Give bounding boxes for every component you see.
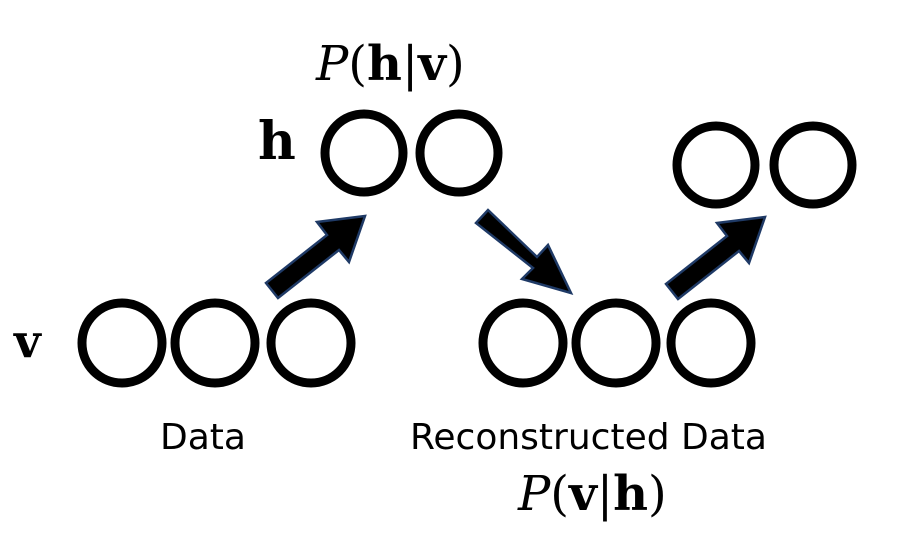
visible-layer-label: v xyxy=(14,314,41,368)
hidden2-unit-1 xyxy=(672,121,760,209)
formula-p-h-given-v: P(h|v) xyxy=(316,40,465,88)
formula-bar: | xyxy=(401,36,419,92)
formula-first: h xyxy=(367,36,402,92)
arrow-reconstruction-to-h-icon xyxy=(664,215,767,301)
formula-open: ( xyxy=(348,36,368,92)
hidden2-unit-2 xyxy=(769,121,857,209)
formula-p-v-given-h: P(v|h) xyxy=(518,470,667,518)
formula-first: v xyxy=(569,466,597,522)
formula-fn: P xyxy=(518,466,551,522)
reconstructed-unit-3 xyxy=(666,298,756,388)
formula-second: h xyxy=(613,466,648,522)
formula-close: ) xyxy=(446,36,465,92)
arrow-v-to-h-icon xyxy=(264,214,367,300)
hidden-unit-2 xyxy=(415,109,503,197)
hidden-unit-1 xyxy=(320,109,408,197)
formula-bar: | xyxy=(596,466,614,522)
formula-fn: P xyxy=(316,36,349,92)
visible-unit-1 xyxy=(77,298,167,388)
visible-unit-2 xyxy=(170,298,260,388)
formula-close: ) xyxy=(648,466,667,522)
arrow-h-to-reconstruction-icon xyxy=(474,208,574,295)
hidden-layer-label: h xyxy=(258,111,296,172)
data-caption: Data xyxy=(160,417,246,458)
reconstructed-unit-2 xyxy=(571,298,661,388)
visible-unit-3 xyxy=(266,298,356,388)
reconstructed-unit-1 xyxy=(478,298,568,388)
formula-second: v xyxy=(418,36,446,92)
reconstructed-data-caption: Reconstructed Data xyxy=(410,417,767,458)
formula-open: ( xyxy=(550,466,570,522)
